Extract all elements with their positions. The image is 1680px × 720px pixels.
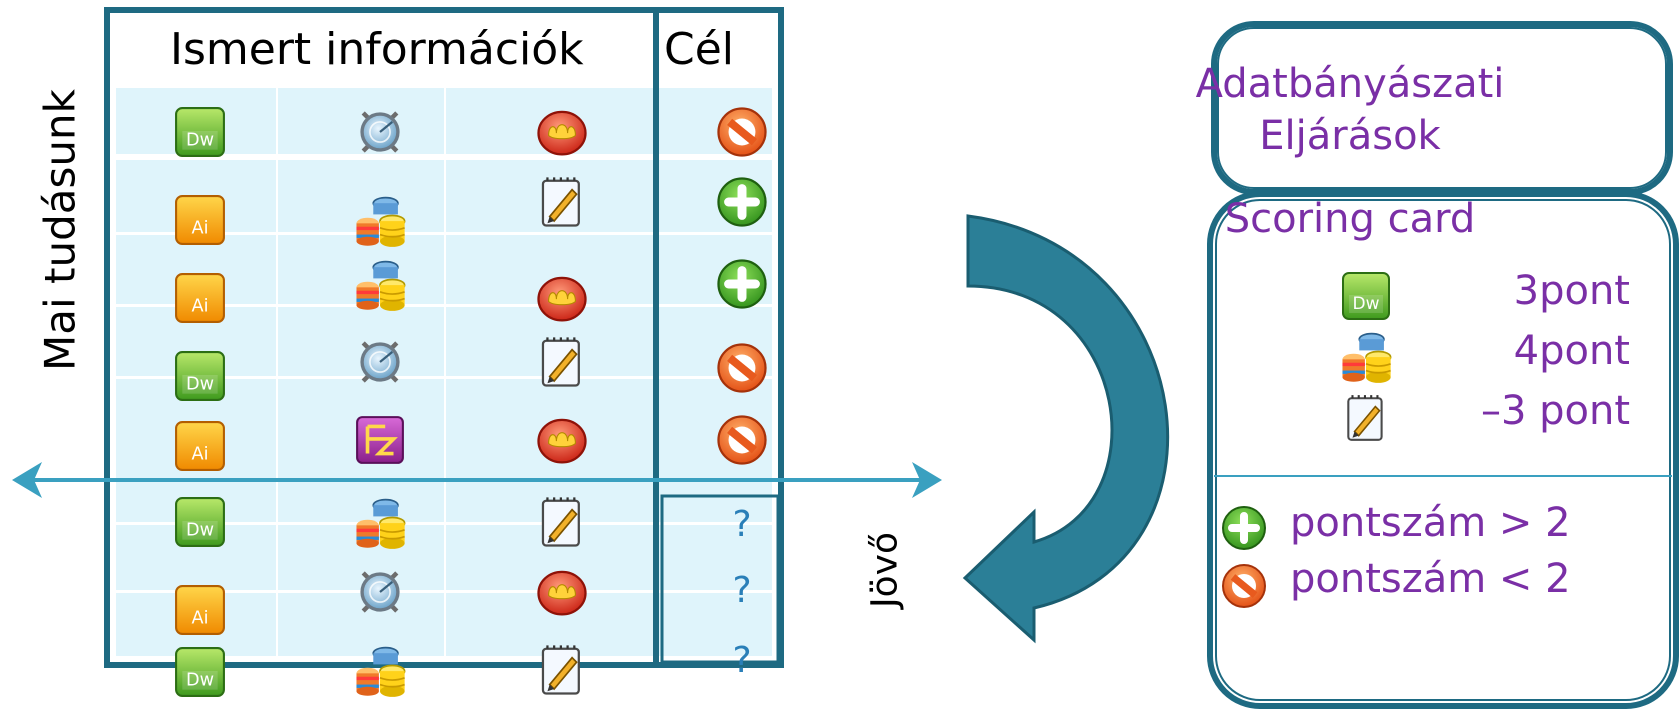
title-box-inner — [1217, 27, 1667, 189]
dw-icon — [170, 492, 230, 552]
database-icon — [350, 254, 410, 314]
flower-icon — [532, 562, 592, 622]
unknown-target: ? — [732, 504, 752, 545]
dw-icon — [1336, 266, 1396, 326]
table-frame — [104, 7, 784, 668]
notepad-icon — [1336, 388, 1396, 448]
col-divider — [276, 88, 278, 656]
database-icon — [350, 640, 410, 700]
radar-icon — [350, 102, 410, 162]
curved-arrow — [962, 214, 1170, 644]
score-database: 4pont — [1513, 328, 1630, 374]
dw-icon — [170, 102, 230, 162]
unknown-target: ? — [732, 570, 752, 611]
flower-icon — [532, 268, 592, 328]
panel-title: Adatbányászati Eljárások — [1195, 61, 1505, 159]
notepad-icon — [532, 332, 592, 392]
dw-icon — [170, 642, 230, 702]
axis-arrow-right — [912, 462, 942, 498]
unknown-target: ? — [732, 640, 752, 681]
forbidden-icon — [712, 338, 772, 398]
forbidden-icon — [712, 102, 772, 162]
rule-positive: pontszám > 2 — [1290, 500, 1571, 546]
notepad-icon — [532, 492, 592, 552]
header-known-information: Ismert információk — [170, 24, 584, 75]
forbidden-icon — [712, 410, 772, 470]
plus-icon — [1214, 498, 1274, 558]
database-icon — [350, 190, 410, 250]
col-divider — [444, 88, 446, 656]
plus-icon — [712, 254, 772, 314]
flower-icon — [532, 102, 592, 162]
ai-icon — [170, 580, 230, 640]
rule-negative: pontszám < 2 — [1290, 556, 1571, 602]
axis-arrow-left — [12, 462, 42, 498]
dw-icon — [170, 346, 230, 406]
flower-icon — [532, 410, 592, 470]
scoring-card-box — [1207, 191, 1679, 709]
ai-icon — [170, 416, 230, 476]
scoring-card-box-inner — [1215, 199, 1671, 701]
score-dw: 3pont — [1513, 268, 1630, 314]
forbidden-icon — [1214, 556, 1274, 616]
score-notepad: –3 pont — [1480, 388, 1630, 434]
database-icon — [350, 492, 410, 552]
ai-icon — [170, 268, 230, 328]
notepad-icon — [532, 640, 592, 700]
notepad-icon — [532, 172, 592, 232]
radar-icon — [350, 332, 410, 392]
scoring-card-title: Scoring card — [1224, 196, 1476, 242]
ai-icon — [170, 190, 230, 250]
header-target: Cél — [664, 24, 735, 75]
fz-icon — [350, 410, 410, 470]
database-icon — [1336, 326, 1396, 386]
radar-icon — [350, 562, 410, 622]
plus-icon — [712, 172, 772, 232]
future-target-box — [660, 494, 780, 664]
data-table: Ismert információk Cél — [110, 10, 778, 660]
